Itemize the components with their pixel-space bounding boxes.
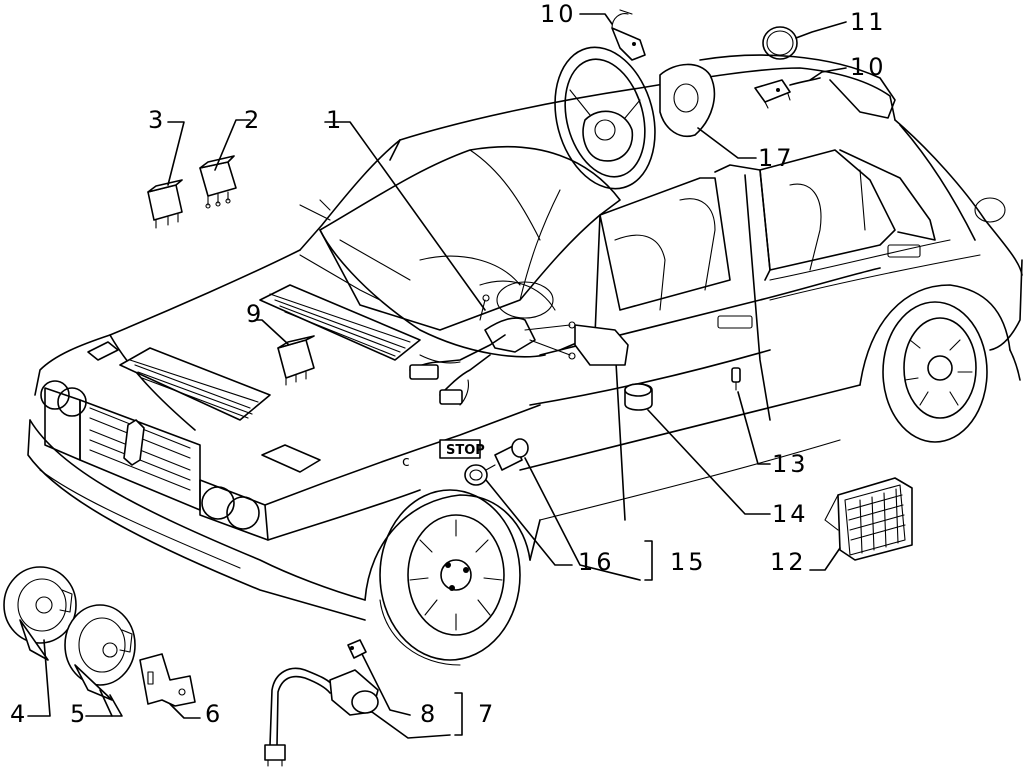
fender-badge-letter: c bbox=[402, 454, 410, 470]
hood-vent-left bbox=[119, 347, 271, 421]
callout-11: 11 bbox=[850, 8, 887, 36]
horn-4 bbox=[3, 566, 77, 661]
callout-8: 8 bbox=[420, 700, 438, 728]
callout-7: 7 bbox=[478, 700, 496, 728]
callout-14: 14 bbox=[772, 500, 809, 528]
steering-wheel bbox=[554, 46, 656, 190]
leader-lines bbox=[27, 13, 847, 739]
airbag-pad-17 bbox=[659, 63, 716, 137]
callout-12: 12 bbox=[770, 548, 807, 576]
relay-3 bbox=[147, 179, 183, 229]
callout-17: 17 bbox=[758, 144, 795, 172]
hood-vent-center bbox=[259, 284, 421, 361]
callout-10-right: 10 bbox=[850, 53, 887, 81]
steering-column-switch-harness bbox=[409, 294, 576, 406]
stop-light-switch-15: STOP bbox=[439, 438, 529, 471]
switch-16 bbox=[464, 464, 496, 486]
door-switch-13 bbox=[731, 367, 741, 391]
callout-9: 9 bbox=[246, 300, 264, 328]
callout-16: 16 bbox=[578, 548, 615, 576]
grille-panel-12 bbox=[824, 477, 913, 561]
callout-labels: 1 2 3 4 5 6 7 8 9 10 10 11 12 13 14 15 1… bbox=[10, 0, 887, 728]
callout-6: 6 bbox=[205, 700, 223, 728]
callout-5: 5 bbox=[70, 700, 88, 728]
buzzer-14 bbox=[624, 383, 653, 411]
stop-label: STOP bbox=[446, 443, 485, 458]
lamp-holder-7 bbox=[264, 667, 379, 767]
relay-9 bbox=[277, 335, 315, 386]
callout-15: 15 bbox=[670, 548, 707, 576]
callout-10-top: 10 bbox=[540, 0, 577, 28]
car-illustration: c bbox=[27, 54, 1023, 666]
callout-2: 2 bbox=[244, 106, 262, 134]
bracket-6 bbox=[139, 653, 196, 707]
callout-1: 1 bbox=[326, 106, 344, 134]
contact-10-top bbox=[611, 9, 646, 61]
horn-5 bbox=[64, 604, 136, 701]
relay-2 bbox=[199, 155, 237, 209]
stop-label-box bbox=[439, 439, 481, 459]
callout-13: 13 bbox=[772, 450, 809, 478]
callout-3: 3 bbox=[148, 106, 166, 134]
module-10-right bbox=[754, 77, 821, 109]
ring-11 bbox=[762, 26, 798, 60]
callout-4: 4 bbox=[10, 700, 28, 728]
